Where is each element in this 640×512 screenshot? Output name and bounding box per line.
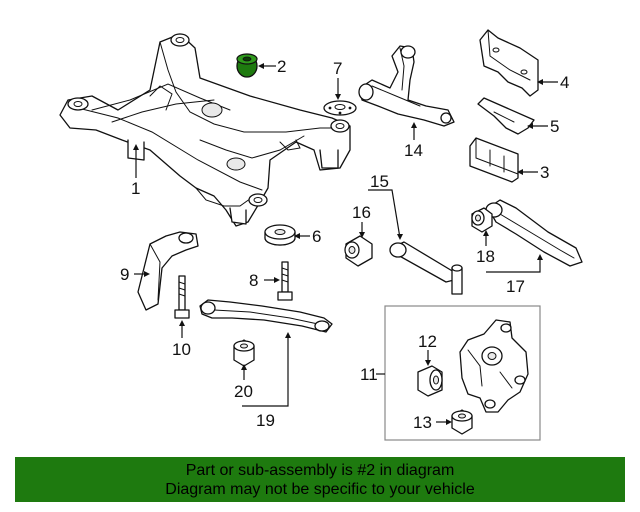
subframe-part-1[interactable] [59,33,351,227]
bolt-part-8[interactable] [277,261,293,301]
bracket-part-4[interactable] [479,29,539,97]
bushing-part-13[interactable] [451,409,473,435]
banner-line-1: Part or sub-assembly is #2 in diagram [185,462,455,479]
callout-4[interactable]: 4 [560,73,569,92]
lower-arm-part-17[interactable] [485,199,583,267]
banner-line-2: Diagram may not be specific to your vehi… [165,481,475,498]
bushing-part-2-highlighted[interactable] [236,53,258,78]
bracket-part-9[interactable] [137,231,199,311]
control-arm-part-14[interactable] [358,45,455,127]
callout-1[interactable]: 1 [131,179,140,198]
bushing-part-6[interactable] [264,224,296,246]
knuckle-assembly-box-part-11[interactable] [384,305,541,441]
lower-link-part-19[interactable] [199,299,333,333]
callout-18[interactable]: 18 [476,247,495,266]
callout-6[interactable]: 6 [312,227,321,246]
bushing-part-20[interactable] [233,339,255,367]
plate-part-5[interactable] [477,97,535,135]
callout-10[interactable]: 10 [172,340,191,359]
leader-lines [133,63,558,425]
bracket-part-3[interactable] [469,137,519,183]
callout-14[interactable]: 14 [404,141,423,160]
callout-15[interactable]: 15 [370,172,389,191]
callout-20[interactable]: 20 [234,382,253,401]
callout-17[interactable]: 17 [506,277,525,296]
mount-part-7[interactable] [323,100,357,116]
callout-5[interactable]: 5 [550,117,559,136]
callout-2[interactable]: 2 [277,57,286,76]
callout-16[interactable]: 16 [352,203,371,222]
callout-19[interactable]: 19 [256,411,275,430]
callout-12[interactable]: 12 [418,332,437,351]
callout-labels: 1 2 3 4 5 6 7 8 9 10 11 12 13 14 15 16 1… [120,57,569,432]
bushing-part-12[interactable] [417,365,443,397]
callout-9[interactable]: 9 [120,265,129,284]
info-banner: Part or sub-assembly is #2 in diagram Di… [15,457,625,502]
bushing-part-16[interactable] [344,235,373,267]
callout-3[interactable]: 3 [540,163,549,182]
bolt-part-10[interactable] [174,275,190,319]
link-part-15[interactable] [389,241,463,295]
parts-diagram: 1 2 3 4 5 6 7 8 9 10 11 12 13 14 15 16 1… [59,29,583,441]
callout-11[interactable]: 11 [360,365,378,384]
callout-7[interactable]: 7 [333,59,342,78]
bushing-part-18[interactable] [471,207,493,233]
callout-8[interactable]: 8 [249,271,258,290]
callout-13[interactable]: 13 [413,413,432,432]
